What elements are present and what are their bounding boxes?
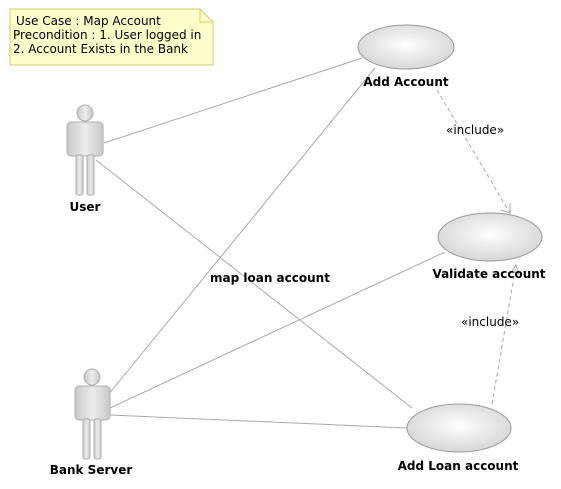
note-line-1: Use Case : Map Account <box>16 14 161 28</box>
assoc-bank-server-add-loan-account[interactable] <box>109 414 408 429</box>
include-arrowhead-2 <box>509 263 520 276</box>
note-fold <box>199 9 213 23</box>
use-case-validate-account[interactable]: Validate account <box>432 212 546 281</box>
include-relationships: «include» «include» <box>436 89 520 405</box>
map-loan-account-label: map loan account <box>210 271 330 285</box>
associations <box>95 57 446 429</box>
include-add-loan-validate[interactable] <box>491 264 517 405</box>
assoc-bank-server-validate-account[interactable] <box>109 251 446 409</box>
note-line-2: Precondition : 1. User logged in <box>13 28 201 42</box>
actor-bank-server[interactable]: Bank Server <box>50 368 133 477</box>
assoc-user-add-account[interactable] <box>103 57 363 144</box>
actor-bank-server-icon <box>74 368 111 460</box>
actor-user-icon <box>66 104 104 196</box>
actor-label-bank-server: Bank Server <box>50 463 133 477</box>
actor-user[interactable]: User <box>66 104 104 214</box>
use-case-ellipse <box>437 212 543 262</box>
use-case-ellipse <box>357 24 455 70</box>
note-body <box>9 8 214 66</box>
use-case-add-loan-account[interactable]: Add Loan account <box>398 403 519 473</box>
include-label-1: «include» <box>446 123 504 137</box>
precondition-note[interactable]: Use Case : Map Account Precondition : 1.… <box>9 8 214 66</box>
use-case-ellipse <box>406 403 512 453</box>
actor-label-user: User <box>70 200 101 214</box>
assoc-bank-server-add-account[interactable] <box>107 67 376 396</box>
use-case-label-add-account: Add Account <box>363 75 448 89</box>
include-arrowhead-1 <box>500 203 511 214</box>
use-case-label-add-loan-account: Add Loan account <box>398 459 519 473</box>
include-add-account-validate[interactable] <box>436 89 511 214</box>
use-case-add-account[interactable]: Add Account <box>357 24 455 89</box>
note-line-3: 2. Account Exists in the Bank <box>13 42 188 56</box>
assoc-user-add-loan-account[interactable] <box>95 159 413 409</box>
use-case-label-validate-account: Validate account <box>432 267 545 281</box>
include-label-2: «include» <box>461 315 519 329</box>
